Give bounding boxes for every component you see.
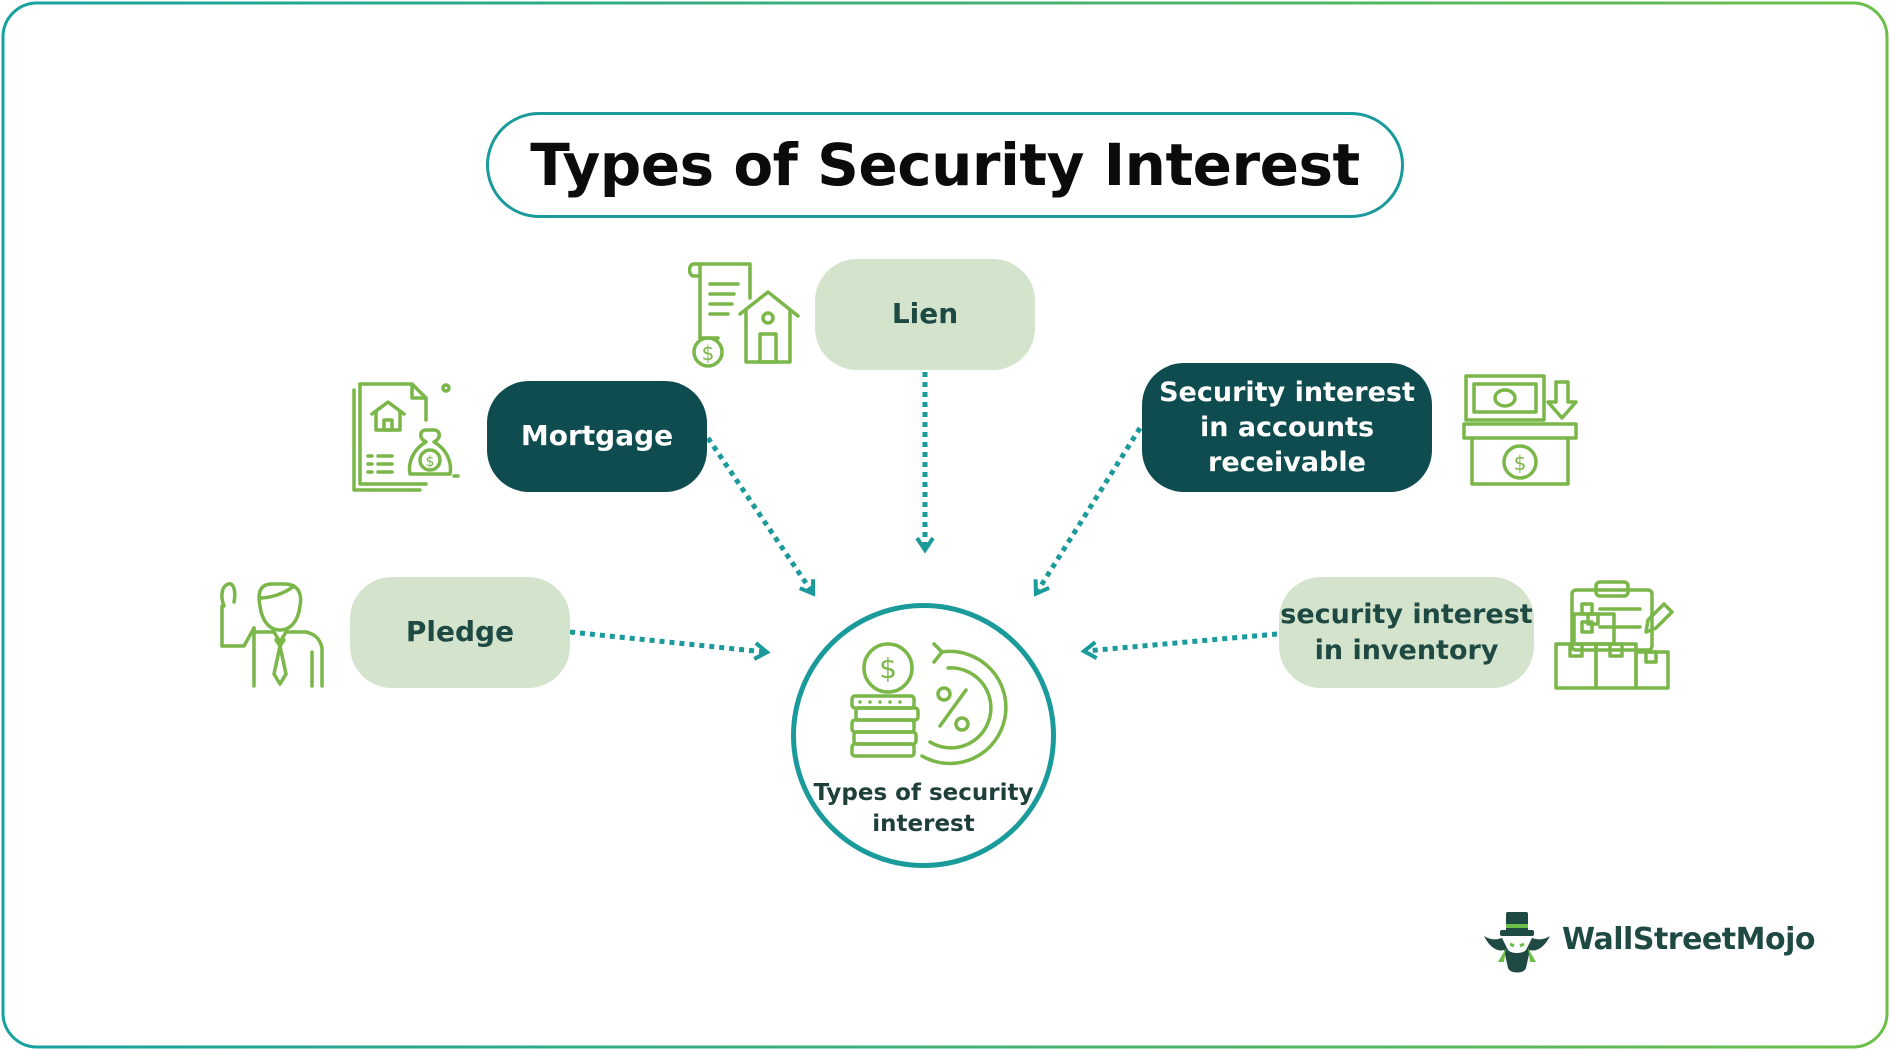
person-raising-hand-icon [220,582,324,688]
svg-text:$: $ [1514,451,1527,475]
node-inventory-line2: in inventory [1314,634,1499,666]
node-lien-label: Lien [891,297,959,331]
center-node: $ Types of security interest [791,603,1056,868]
node-inventory: security interest in inventory [1279,577,1534,688]
document-house-icon: $ [688,262,800,368]
node-pledge-label: Pledge [405,615,515,649]
arrow-inventory [1080,631,1278,660]
node-ar-line2: in accounts [1199,411,1375,443]
arrow-mortgage [705,436,816,597]
node-ar-line3: receivable [1208,447,1366,479]
node-mortgage-label: Mortgage [520,419,674,453]
node-lien: Lien [815,259,1035,370]
center-label-line1: Types of security [813,780,1034,806]
node-mortgage: Mortgage [487,381,707,492]
wallstreetmojo-logo: WallStreetMojo [1480,910,1815,980]
center-label-line2: interest [872,811,975,838]
mortgage-document-moneybag-icon: $ [352,382,460,492]
arrow-accounts-receivable [1033,426,1143,597]
svg-text:$: $ [702,341,715,365]
svg-text:$: $ [426,454,435,470]
bull-mascot-icon [1484,912,1550,973]
coins-percentage-icon: $ [850,642,1008,766]
inventory-clipboard-boxes-icon [1554,580,1674,690]
node-ar-line1: Security interest [1159,376,1415,408]
node-accounts-receivable: Security interest in accounts receivable [1142,363,1432,492]
svg-text:$: $ [879,652,897,685]
center-label: Types of security interest [796,778,1051,840]
title-pill: Types of Security Interest [486,112,1404,218]
node-inventory-line1: security interest [1280,599,1533,631]
node-pledge: Pledge [350,577,570,688]
logo-brand-text: WallStreetMojo [1562,922,1815,957]
page-title: Types of Security Interest [530,131,1360,199]
cash-register-icon: $ [1462,374,1578,486]
arrow-pledge [569,629,771,661]
